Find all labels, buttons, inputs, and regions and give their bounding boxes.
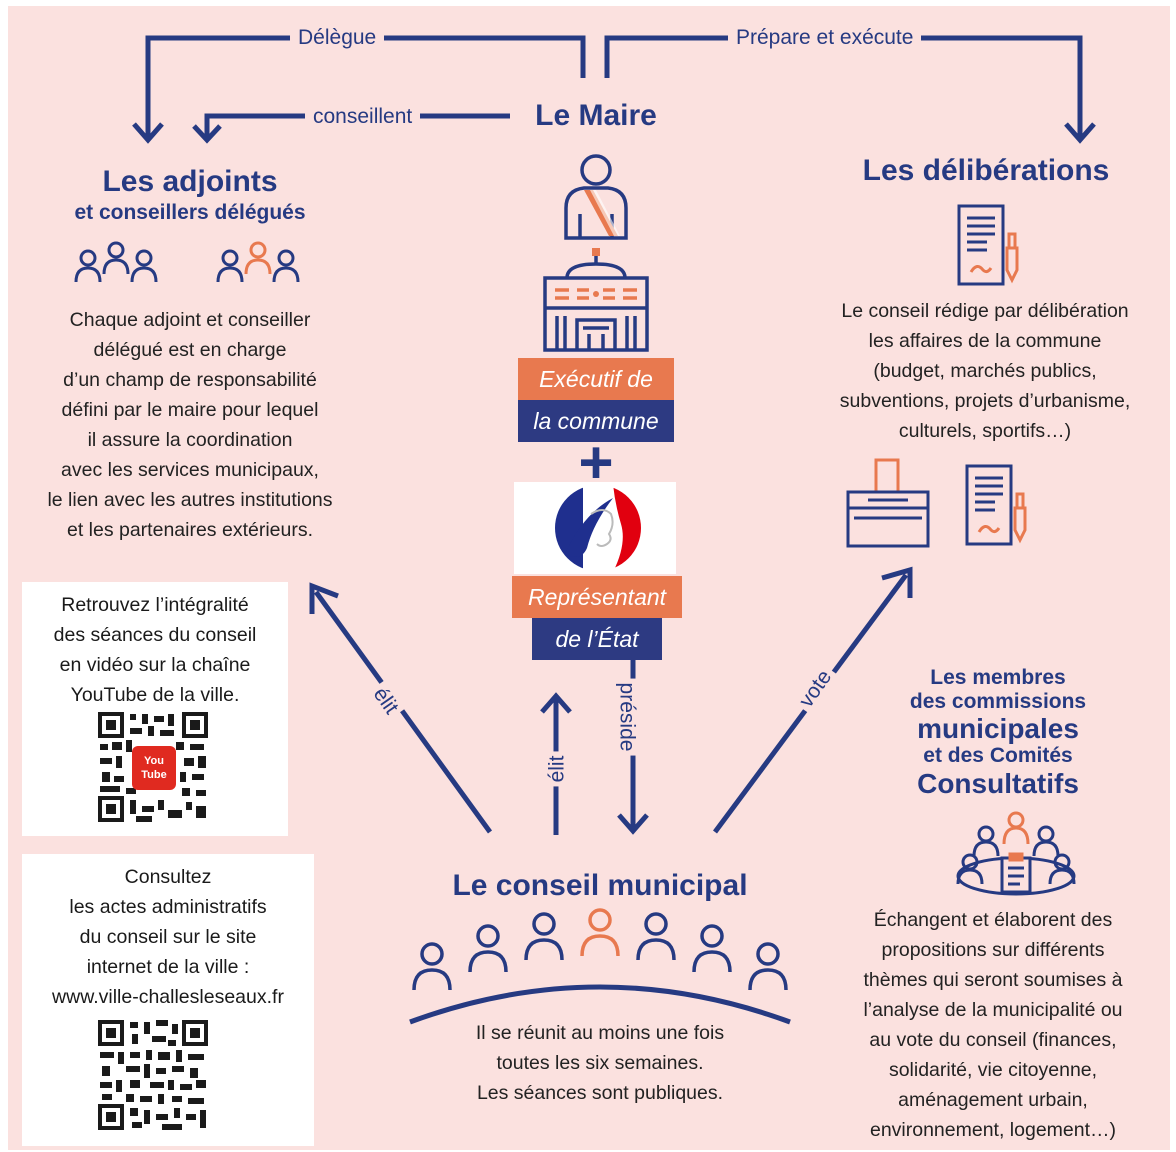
deliberations-title: Les délibérations (862, 154, 1110, 187)
elit-left-line (313, 590, 493, 834)
prepare-arrowhead (1064, 122, 1096, 144)
qr-code-icon-2 (96, 1018, 210, 1132)
meeting-table-icon (956, 811, 1076, 896)
town-hall-icon (543, 248, 649, 352)
prepare-label: Prépare et exécute (728, 25, 922, 51)
delegue-label: Délègue (290, 25, 385, 51)
marianne-icon (555, 485, 641, 571)
mayor-sash-icon (564, 154, 628, 240)
people-group-icon (74, 241, 300, 283)
conseillent-arrowhead (192, 124, 222, 144)
executif-tag-line2: la commune (518, 400, 674, 442)
ballot-box-icon (846, 458, 930, 548)
executif-tag-line1: Exécutif de (518, 358, 674, 400)
deliberations-text: Le conseil rédige par délibération les a… (839, 300, 1131, 442)
commissions-title: Les membres des commissions municipales … (909, 666, 1087, 799)
elit-mid-label: élit (544, 751, 571, 787)
conseil-text: Il se réunit au moins une fois toutes le… (475, 1022, 725, 1104)
representant-tag-line1: Représentant (512, 576, 682, 618)
adjoints-subtitle: et conseillers délégués (74, 201, 306, 224)
qr-code-icon: You Tube (96, 710, 210, 824)
elit-left-arrowhead (309, 582, 339, 614)
elit-mid-arrowhead (540, 692, 572, 714)
adjoints-text: Chaque adjoint et conseiller délégué est… (47, 309, 333, 541)
document-pen-icon-2 (965, 464, 1027, 546)
commissions-text: Échangent et élaborent des propositions … (863, 909, 1123, 1141)
representant-tag-line2: de l’État (532, 618, 662, 660)
vote-arrowhead (881, 566, 913, 598)
conseil-people-icon (409, 908, 791, 1025)
adjoints-title: Les adjoints (102, 165, 278, 198)
youtube-logo-line1: You (144, 755, 164, 767)
conseil-title: Le conseil municipal (452, 869, 748, 902)
delegue-arrowhead (132, 122, 164, 144)
actes-text: Consultez les actes administratifs du co… (52, 866, 284, 1008)
prepare-line (604, 35, 1083, 138)
document-pen-icon (957, 204, 1019, 286)
youtube-logo-line2: Tube (141, 769, 166, 781)
youtube-text: Retrouvez l’intégralité des séances du c… (53, 594, 257, 706)
conseillent-label: conseillent (305, 104, 421, 130)
preside-label: préside (613, 678, 640, 756)
preside-arrowhead (617, 813, 649, 835)
maire-title: Le Maire (535, 99, 657, 132)
